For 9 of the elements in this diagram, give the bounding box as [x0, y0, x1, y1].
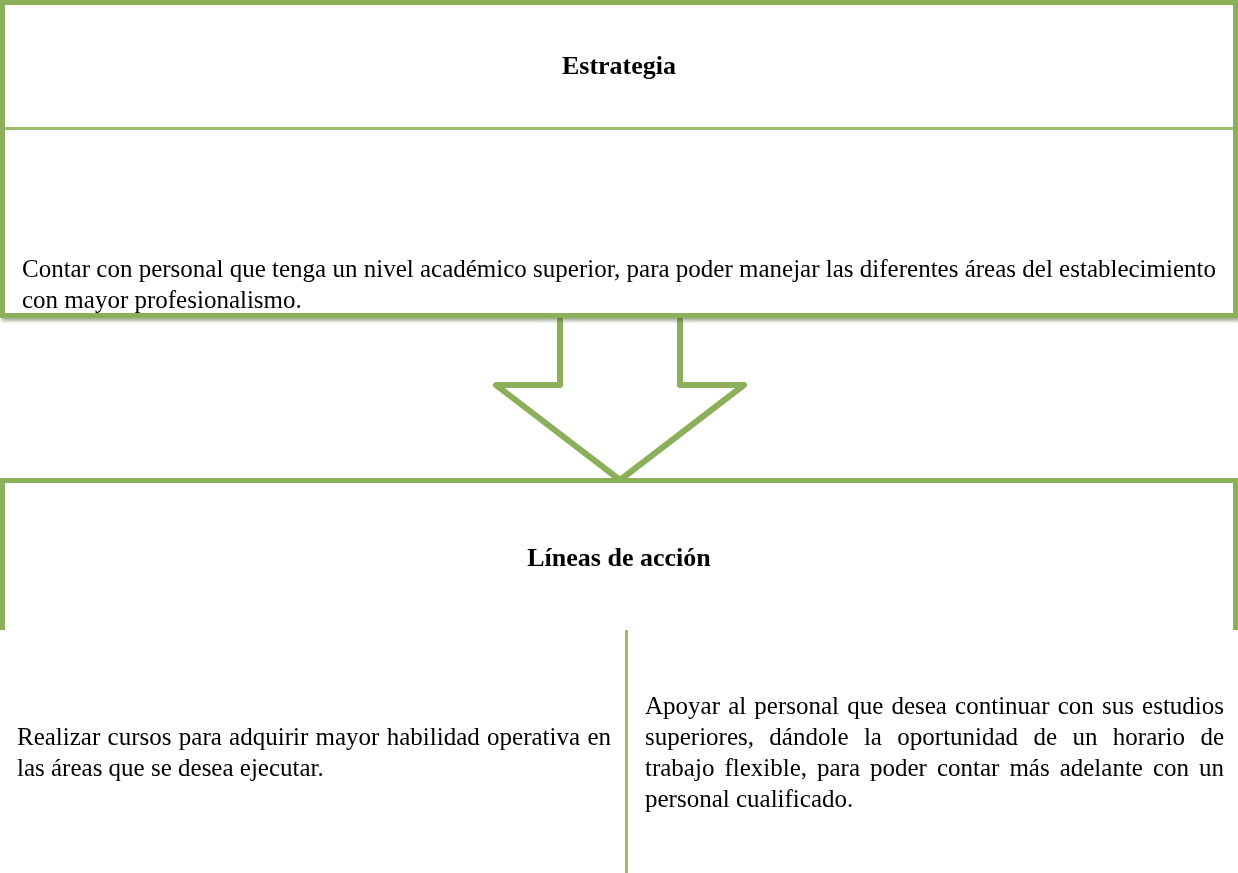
table-cell — [625, 630, 1238, 873]
body-text: Contar con personal que tenga un nivel académico superior, para poder manejar las diferentes áreas del establecimiento con mayor profesionalismo. — [22, 254, 1216, 315]
table-cell — [0, 630, 625, 873]
section-heading: Líneas de acción — [527, 542, 711, 573]
section-box — [0, 478, 1238, 873]
cell-text: Apoyar al personal que desea continuar con sus estudios superiores, dándole la oportunidad de un horario de trabajo flexible, para poder contar más adelante con un personal cualificado. — [645, 690, 1224, 814]
section-heading: Estrategia — [561, 51, 677, 81]
section-box — [0, 0, 1238, 318]
cell-text: Realizar cursos para adquirir mayor habilidad operativa en las áreas que se desea ejecutar. — [17, 721, 611, 783]
